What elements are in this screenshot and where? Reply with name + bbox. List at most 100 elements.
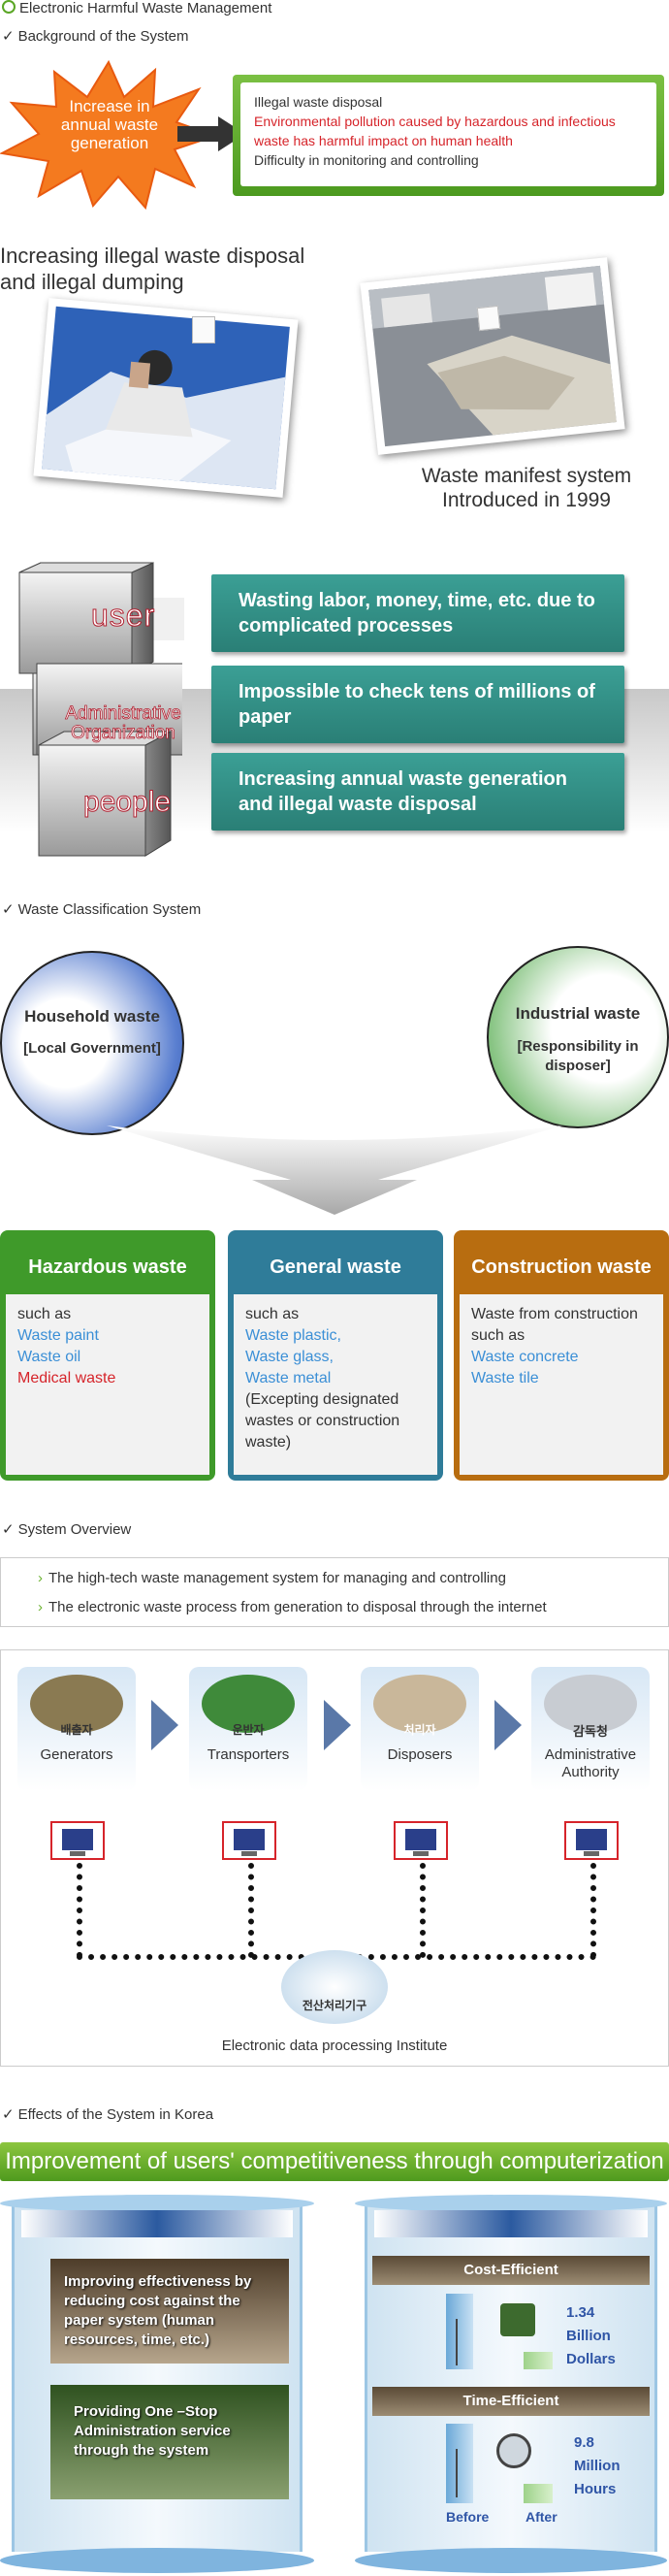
photo-waste-road	[360, 257, 625, 455]
down-arrow-icon	[456, 2319, 458, 2365]
photo-illegal-dumping	[33, 298, 299, 498]
card-item: Waste glass,	[245, 1349, 334, 1365]
check-icon: ✓	[2, 1521, 15, 1538]
card-lead: Waste from construction such as	[471, 1306, 638, 1344]
money-icon	[500, 2303, 535, 2336]
stage-label: Disposers	[387, 1746, 453, 1763]
down-arrow-icon	[456, 2449, 458, 2497]
card-item: Waste plastic,	[245, 1327, 341, 1344]
time-value: 9.8 Million Hours	[574, 2431, 621, 2501]
problem-bar: Increasing annual waste generation and i…	[211, 753, 624, 831]
card-item: Waste paint	[17, 1327, 99, 1344]
overview-line: › The electronic waste process from gener…	[38, 1593, 668, 1622]
stage-label: Generators	[40, 1746, 113, 1763]
computer-icon	[394, 1821, 448, 1860]
computer-icon	[50, 1821, 105, 1860]
pillar-stripe	[374, 2210, 648, 2237]
paper-clip-tab	[192, 316, 215, 343]
cube-frames	[18, 562, 182, 857]
chevron-right-icon	[494, 1700, 522, 1750]
chevron-right-icon	[151, 1700, 178, 1750]
cube-label-admin: Administrative Organization	[65, 703, 181, 743]
industrial-waste-circle: Industrial waste [Responsibility in disp…	[487, 946, 669, 1128]
pillar-base	[0, 2548, 314, 2573]
overview-line-text: The electronic waste process from genera…	[48, 1599, 547, 1615]
connector-line	[248, 1863, 254, 1958]
card-item: Medical waste	[17, 1370, 116, 1386]
stage-label: Administrative Authority	[544, 1746, 637, 1780]
connector-line	[590, 1863, 596, 1958]
overview-lines-box: ›The high-tech waste management system f…	[0, 1557, 669, 1627]
pillar-cap	[0, 2195, 314, 2212]
stage-ko: 처리자	[403, 1723, 436, 1737]
after-label: After	[526, 2509, 558, 2525]
card-hazardous: Hazardous waste such as Waste paint Wast…	[0, 1230, 215, 1481]
card-item: Waste metal	[245, 1370, 332, 1386]
burst-icon	[0, 60, 218, 211]
cost-value: 1.34 Billion Dollars	[566, 2301, 616, 2371]
cost-efficient-header: Cost-Efficient	[372, 2256, 650, 2285]
industrial-name: Industrial waste	[515, 1004, 641, 1023]
cost-unit: Dollars	[566, 2351, 616, 2367]
time-efficient-header: Time-Efficient	[372, 2387, 650, 2416]
cube-label-user: user	[90, 598, 156, 634]
effect-box-onestop: Providing One –Stop Administration servi…	[50, 2385, 289, 2499]
card-item: Waste concrete	[471, 1349, 579, 1365]
clock-icon	[496, 2433, 531, 2468]
household-name: Household waste	[24, 1007, 160, 1026]
after-bar	[524, 2352, 553, 2369]
transporters-icon	[202, 1675, 295, 1733]
arrow-small-icon: ›	[38, 1570, 43, 1586]
center-ko: 전산처리기구	[302, 1999, 367, 2012]
card-body: Waste from construction such as Waste co…	[460, 1294, 663, 1475]
section-heading-effects: ✓Effects of the System in Korea	[2, 2105, 213, 2123]
industrial-sub: [Responsibility in disposer]	[517, 1038, 639, 1074]
waste-road-image	[368, 265, 617, 447]
issue-item: Environmental pollution caused by hazard…	[254, 114, 616, 148]
computer-icon	[222, 1821, 276, 1860]
cube-label-people: people	[82, 786, 172, 819]
pillar-cap	[355, 2195, 667, 2212]
computer-icon	[564, 1821, 619, 1860]
section-heading-background: ✓Background of the System	[2, 27, 189, 45]
pillar-base	[355, 2548, 667, 2573]
stage-ko: 배출자	[60, 1723, 93, 1737]
stage-transporters: 운반자 Transporters	[189, 1667, 307, 1791]
card-body: such as Waste paint Waste oil Medical wa…	[6, 1294, 209, 1475]
connector-line	[77, 1863, 82, 1958]
issue-item: Difficulty in monitoring and controlling	[254, 152, 479, 168]
authority-icon	[544, 1675, 637, 1733]
effect-box-cost: Improving effectiveness by reducing cost…	[50, 2259, 289, 2364]
generators-icon	[30, 1675, 123, 1733]
data-institute-icon: 전산처리기구	[281, 1950, 388, 2024]
cost-unit: Billion	[566, 2328, 611, 2344]
center-label: Electronic data processing Institute	[221, 2038, 448, 2054]
cost-number: 1.34	[566, 2304, 595, 2321]
time-unit: Million	[574, 2458, 621, 2474]
card-general: General waste such as Waste plastic, Was…	[228, 1230, 443, 1481]
check-icon: ✓	[2, 2106, 15, 2123]
before-bar	[446, 2294, 473, 2369]
connector-line	[420, 1863, 426, 1958]
bullet-icon	[2, 0, 16, 14]
pillar-stripe	[21, 2210, 293, 2237]
page-title-row: Electronic Harmful Waste Management	[2, 0, 271, 16]
stage-ko: 운반자	[232, 1723, 265, 1737]
card-title: General waste	[270, 1256, 401, 1278]
heading-text: System Overview	[17, 1521, 132, 1538]
arrow-small-icon: ›	[38, 1599, 43, 1615]
after-bar	[524, 2484, 553, 2503]
before-bar	[446, 2424, 473, 2503]
card-title: Construction waste	[471, 1256, 652, 1278]
stage-disposers: 처리자 Disposers	[361, 1667, 479, 1791]
page-title: Electronic Harmful Waste Management	[19, 0, 272, 16]
stage-generators: 배출자 Generators	[17, 1667, 136, 1791]
heading-text: Waste Classification System	[17, 901, 202, 918]
burst-text: Increase in annual waste generation	[60, 97, 159, 152]
stage-label: Transporters	[207, 1746, 290, 1763]
photo1-caption: Increasing illegal waste disposal and il…	[0, 244, 305, 294]
section-heading-classification: ✓Waste Classification System	[2, 900, 201, 918]
card-lead: such as	[17, 1306, 72, 1322]
person-paperwork-image	[42, 306, 290, 490]
paper-clip-tab	[476, 305, 501, 332]
